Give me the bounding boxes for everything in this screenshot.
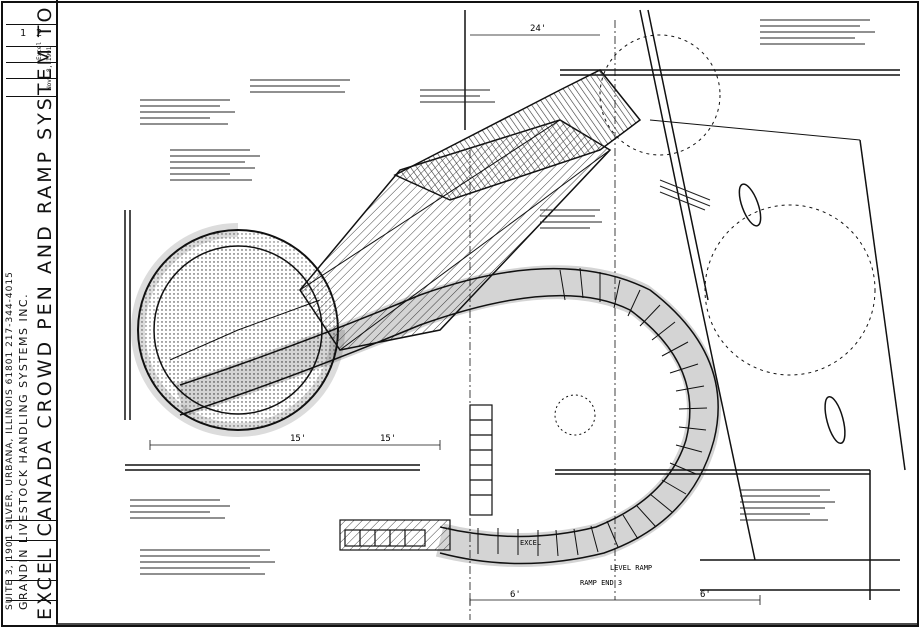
annotation-notes <box>130 19 875 575</box>
title-block-divider <box>6 580 56 581</box>
title-block-divider <box>6 560 56 561</box>
title-block-divider <box>6 96 56 97</box>
title-block-divider <box>6 24 56 25</box>
restrainer <box>339 404 493 551</box>
title-block-divider <box>6 600 56 601</box>
crowd-pen-circle <box>131 223 345 437</box>
dimension-label-bottom-b: 6' <box>700 590 711 600</box>
dimension-label-left: 15' <box>290 434 306 444</box>
revision-number-a: 1 <box>20 28 27 39</box>
title-block-divider <box>6 78 56 79</box>
title-block-divider <box>6 540 56 541</box>
dimension-label-top: 24' <box>530 24 546 34</box>
upper-right-pen <box>554 34 876 445</box>
title-block-divider <box>6 62 56 63</box>
excel-note: EXCEL <box>520 539 541 547</box>
curved-ramp <box>174 265 721 567</box>
title-block: 1 2 Excel Nov. 8, 1991 <box>6 0 58 624</box>
dimension-label-mid: 15' <box>380 434 396 444</box>
revision-number-b: 2 <box>36 28 43 39</box>
title-block-divider <box>6 520 56 521</box>
sheet-border <box>1 1 919 627</box>
dimension-label-bottom-a: 6' <box>510 590 521 600</box>
ramp-label: LEVEL RAMP <box>610 564 652 572</box>
building-walls <box>124 9 906 600</box>
diagonal-alley <box>299 69 642 351</box>
title-block-divider <box>6 46 56 47</box>
ramp-end-label: RAMP END 3 <box>580 579 622 587</box>
dimension-lines <box>149 20 761 620</box>
